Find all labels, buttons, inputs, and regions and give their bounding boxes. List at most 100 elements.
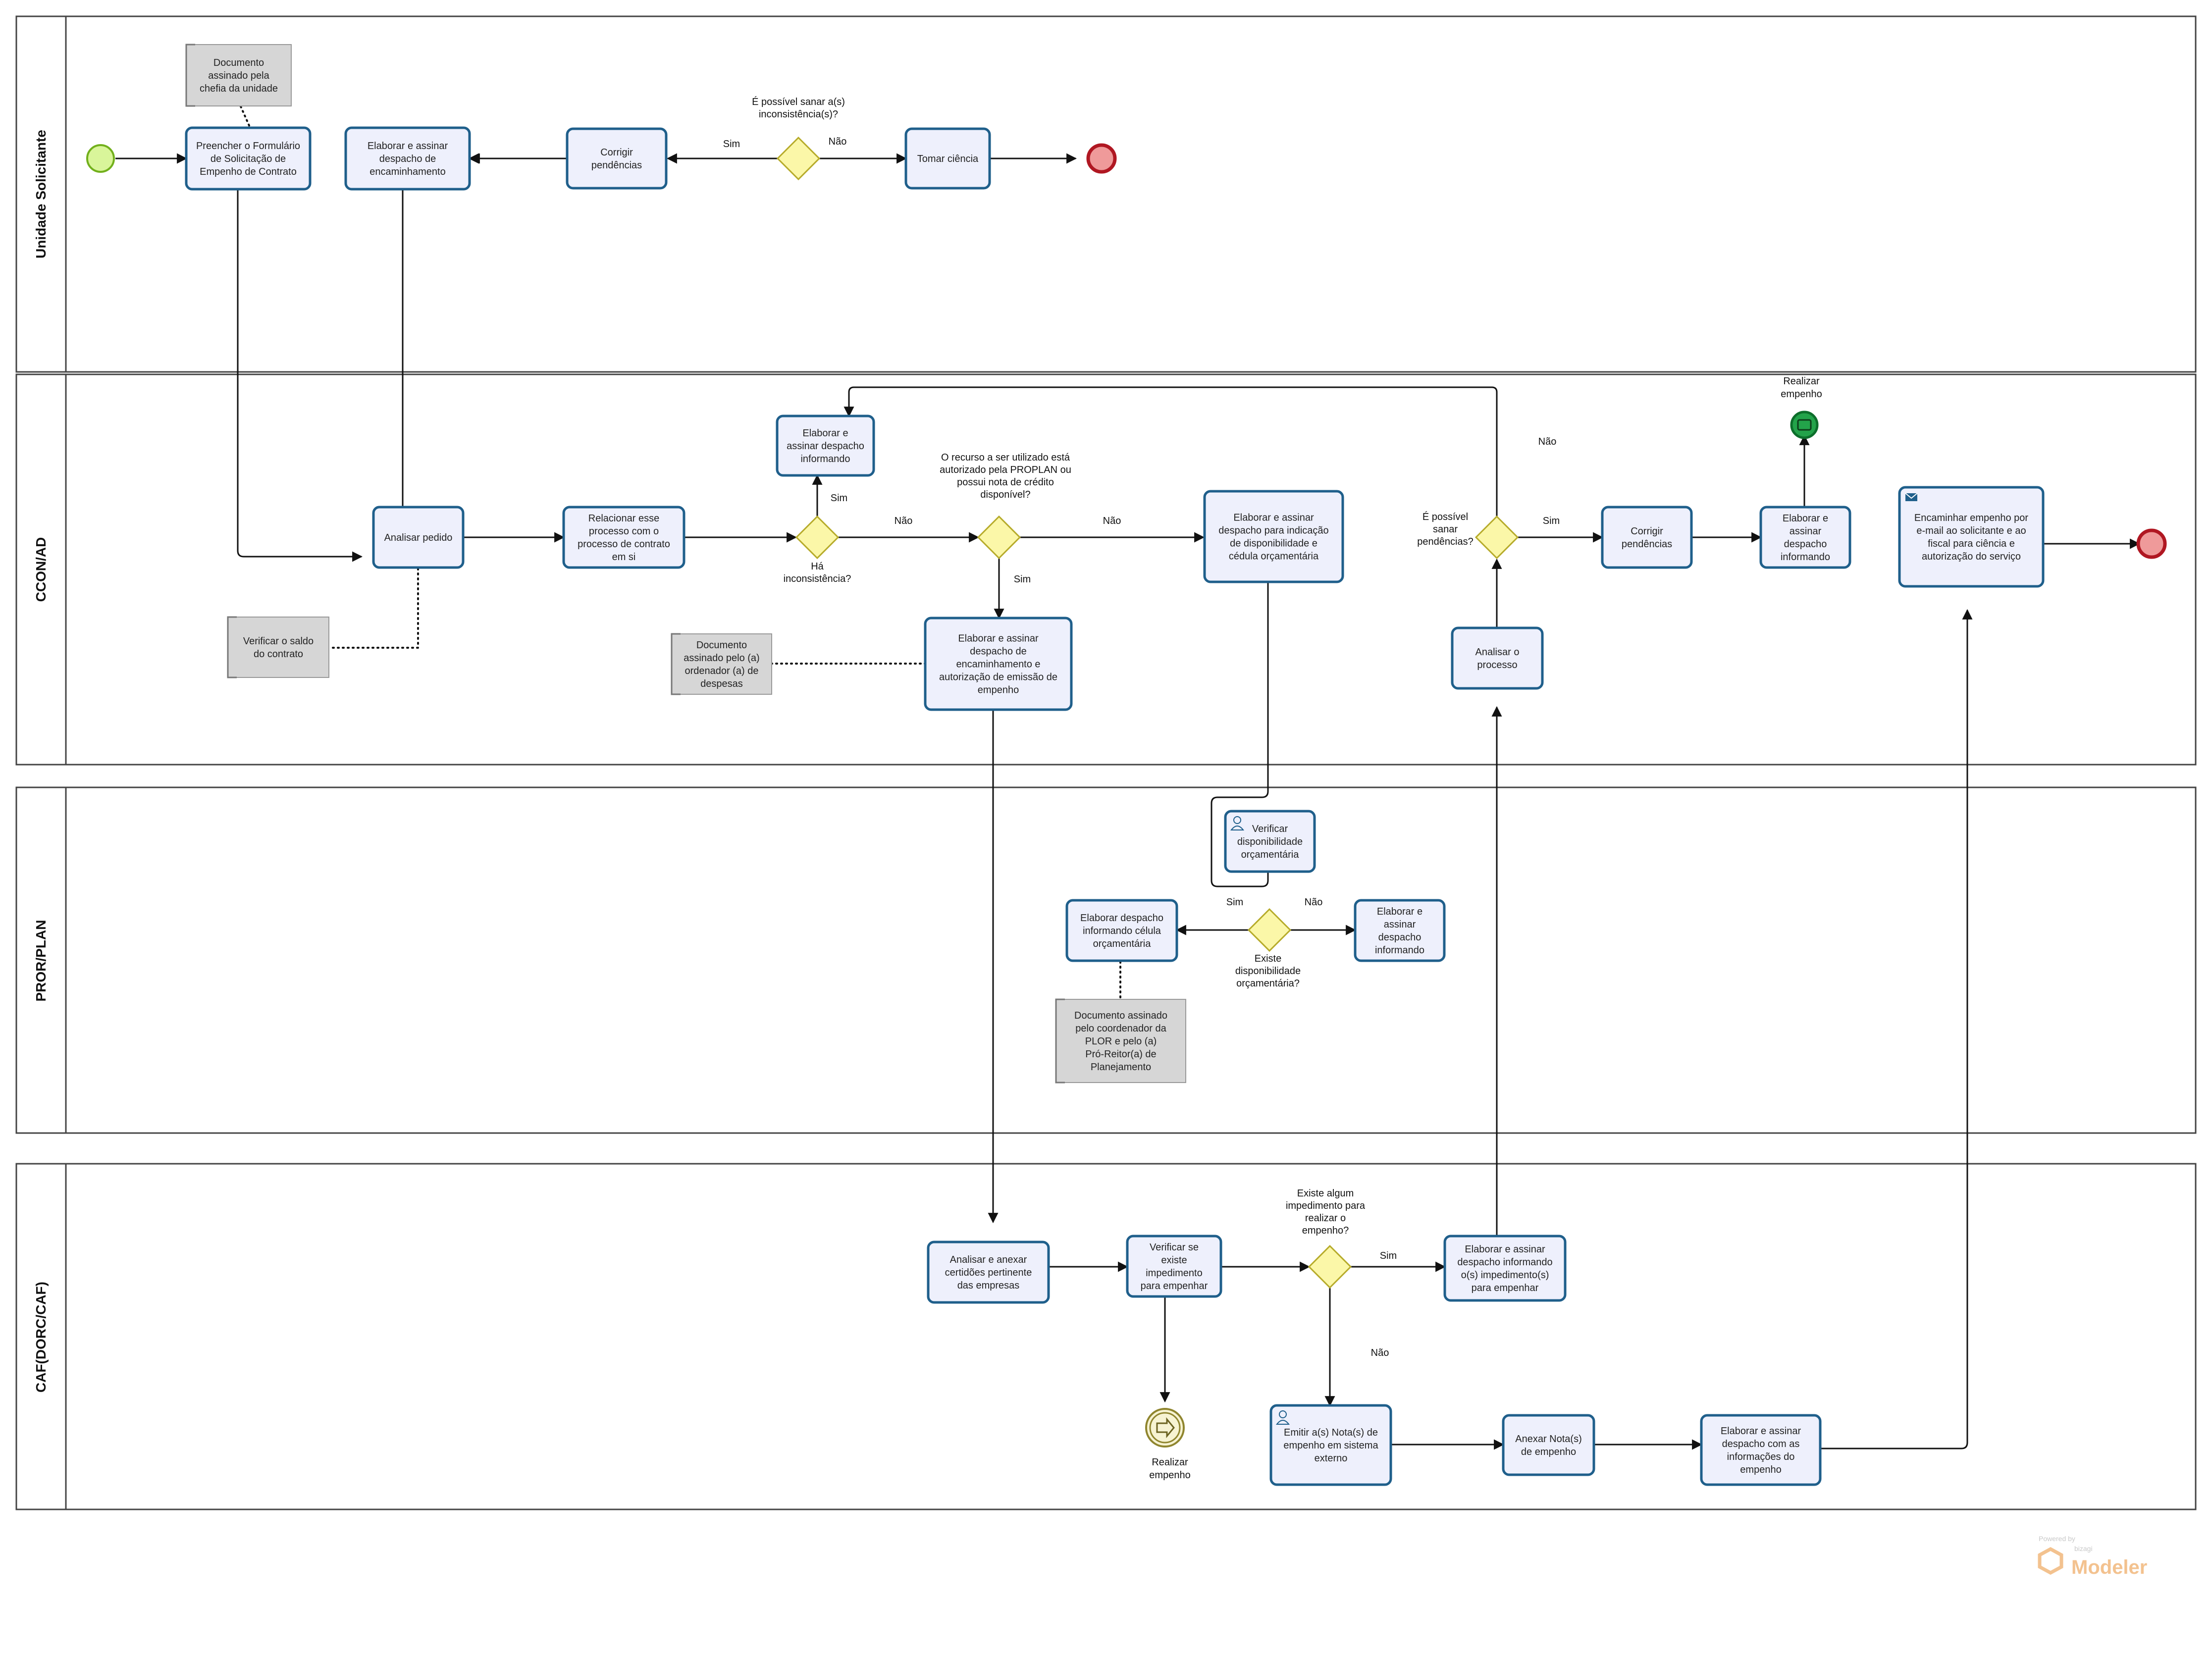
bizagi-logo-icon bbox=[2038, 1547, 2063, 1575]
task-label: Tomar ciência bbox=[917, 154, 979, 164]
task-label: das empresas bbox=[957, 1280, 1020, 1291]
task-label: para empenhar bbox=[1472, 1283, 1539, 1294]
task-label: fiscal para ciência e bbox=[1928, 538, 2015, 549]
task-label: empenho bbox=[978, 685, 1019, 696]
edge-label-nao: Não bbox=[1538, 436, 1557, 447]
task-label: pendências bbox=[1622, 539, 1672, 550]
lane-label-unidade-solicitante: Unidade Solicitante bbox=[33, 130, 49, 259]
task-label: certidões pertinente bbox=[945, 1267, 1032, 1278]
edge-label-sim: Sim bbox=[1380, 1250, 1397, 1261]
lane-label-ccon-ad: CCON/AD bbox=[33, 537, 49, 602]
edge-label-nao: Não bbox=[895, 516, 913, 526]
user-task-icon bbox=[1275, 1410, 1290, 1425]
task-label: informações do bbox=[1727, 1451, 1795, 1462]
task-label: cédula orçamentária bbox=[1229, 551, 1319, 562]
associations bbox=[240, 105, 1121, 1000]
edge-label-nao: Não bbox=[1305, 897, 1323, 908]
task-label: informando bbox=[1375, 945, 1424, 956]
flow-preencher-to-analisar bbox=[237, 189, 363, 562]
powered-by-text: Powered by bbox=[2039, 1535, 2075, 1543]
gateways: É possível sanar a(s)inconsistência(s)? H… bbox=[752, 96, 1519, 1289]
task-label: Elaborar e bbox=[1783, 513, 1828, 524]
task-label: Elaborar e assinar bbox=[1465, 1244, 1545, 1255]
task-corrigir-ccon[interactable]: Corrigir pendências bbox=[1601, 506, 1693, 569]
sequence-flows bbox=[115, 153, 2141, 1450]
task-label: Elaborar e assinar bbox=[958, 633, 1039, 644]
edge-label-sim: Sim bbox=[723, 139, 740, 150]
task-label: assinar bbox=[1384, 919, 1416, 930]
annotation-text: Verificar o saldo bbox=[243, 636, 314, 647]
annotation-text: ordenador (a) de bbox=[685, 666, 759, 676]
gateway-sanar1[interactable]: É possível sanar a(s)inconsistência(s)? bbox=[752, 96, 845, 181]
task-label: disponibilidade bbox=[1237, 836, 1303, 847]
gateway-label: possui nota de crédito bbox=[957, 477, 1054, 488]
edge-label-sim: Sim bbox=[831, 493, 847, 504]
task-certidoes[interactable]: Analisar e anexar certidões pertinente das… bbox=[927, 1241, 1050, 1304]
task-label: o(s) impedimento(s) bbox=[1461, 1270, 1549, 1281]
task-label: existe bbox=[1161, 1255, 1187, 1266]
gateway-label: inconsistência? bbox=[784, 573, 851, 584]
task-label: de Solicitação de bbox=[211, 154, 286, 164]
task-ciencia[interactable]: Tomar ciência bbox=[904, 127, 991, 190]
start-event bbox=[86, 144, 115, 173]
gateway-label: empenho? bbox=[1302, 1225, 1349, 1236]
task-label: e-mail ao solicitante e ao bbox=[1916, 525, 2026, 536]
edge-label-nao: Não bbox=[1103, 516, 1121, 526]
task-label: Analisar e anexar bbox=[950, 1254, 1027, 1265]
task-label: despacho de bbox=[970, 646, 1027, 657]
annotation-text: Documento bbox=[696, 640, 747, 651]
task-label: assinar despacho bbox=[787, 441, 864, 452]
task-label: Corrigir bbox=[1631, 526, 1663, 537]
task-label: despacho bbox=[1784, 539, 1827, 550]
task-label: de disponibilidade e bbox=[1230, 538, 1317, 549]
annotation-text: pelo coordenador da bbox=[1075, 1023, 1166, 1034]
brand-product-text: Modeler bbox=[2071, 1556, 2147, 1578]
task-analisar-pedido[interactable]: Analisar pedido bbox=[372, 506, 465, 569]
gateway-label: sanar bbox=[1433, 524, 1458, 535]
events: Realizar empenho Realizar empenho bbox=[86, 143, 2167, 1481]
annotation-text: do contrato bbox=[254, 649, 303, 660]
task-label: Elaborar e bbox=[1377, 906, 1422, 917]
task-label: em si bbox=[612, 552, 636, 563]
gateway-recurso[interactable]: O recurso a ser utilizado estáautorizado… bbox=[940, 452, 1071, 560]
brand-company-text: bizagi bbox=[2074, 1545, 2093, 1552]
task-label: Verificar se bbox=[1150, 1242, 1199, 1253]
edge-label-nao: Não bbox=[829, 136, 847, 147]
assoc-doc-chefia bbox=[240, 105, 251, 129]
annotation-text: Documento bbox=[213, 57, 264, 68]
task-label: empenho em sistema bbox=[1283, 1440, 1378, 1451]
task-anexar[interactable]: Anexar Nota(s)de empenho bbox=[1502, 1414, 1595, 1476]
annotation-text: despesas bbox=[700, 678, 743, 689]
flow-desp-to-encaminhar bbox=[1820, 609, 1973, 1449]
gateway-label: O recurso a ser utilizado está bbox=[941, 452, 1070, 463]
task-label: informando célula bbox=[1083, 926, 1161, 936]
gateway-label: disponível? bbox=[980, 489, 1030, 500]
task-label: Elaborar e assinar bbox=[1233, 513, 1314, 523]
annotation-text: Pró-Reitor(a) de bbox=[1085, 1049, 1156, 1060]
